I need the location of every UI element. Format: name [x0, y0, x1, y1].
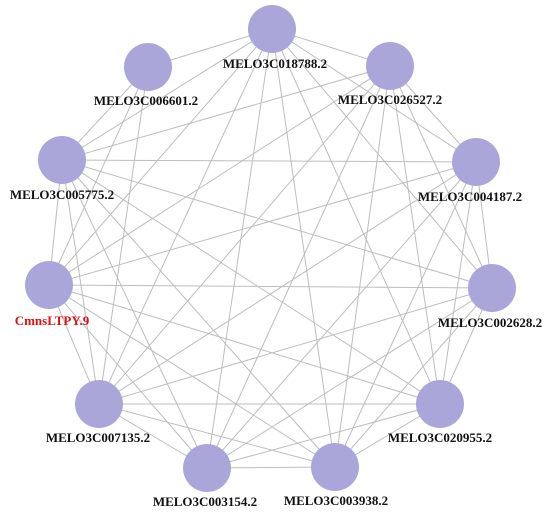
edge-melo3c007135-2-to-melo3c005775-2 [61, 159, 100, 405]
edge-melo3c002628-2-to-melo3c003154-2 [206, 287, 493, 469]
node-layer [25, 5, 516, 492]
node-label-melo3c005775-2: MELO3C005775.2 [10, 187, 114, 202]
edge-melo3c003938-2-to-melo3c007135-2 [98, 403, 336, 468]
label-layer: MELO3C018788.2MELO3C026527.2MELO3C004187… [10, 56, 542, 509]
edge-melo3c018788-2-to-melo3c005775-2 [61, 28, 273, 161]
edge-melo3c018788-2-to-melo3c002628-2 [271, 28, 493, 289]
node-label-melo3c020955-2: MELO3C020955.2 [388, 430, 492, 445]
node-label-melo3c002628-2: MELO3C002628.2 [438, 315, 542, 330]
edge-melo3c018788-2-to-melo3c004187-2 [271, 28, 477, 163]
node-melo3c006601-2[interactable] [124, 43, 172, 91]
edge-layer [48, 28, 493, 469]
edge-melo3c004187-2-to-cmnsltpy-9 [48, 161, 477, 286]
edge-melo3c026527-2-to-melo3c007135-2 [98, 65, 391, 405]
node-label-melo3c006601-2: MELO3C006601.2 [94, 93, 198, 108]
edge-melo3c026527-2-to-melo3c020955-2 [389, 65, 441, 405]
node-melo3c018788-2[interactable] [248, 5, 296, 53]
node-label-melo3c007135-2: MELO3C007135.2 [46, 430, 150, 445]
edge-melo3c026527-2-to-cmnsltpy-9 [48, 65, 391, 286]
edge-melo3c004187-2-to-melo3c005775-2 [61, 159, 477, 163]
edge-melo3c002628-2-to-cmnsltpy-9 [48, 284, 493, 289]
edge-melo3c026527-2-to-melo3c002628-2 [389, 65, 493, 289]
edge-melo3c020955-2-to-melo3c005775-2 [61, 159, 441, 405]
node-melo3c003154-2[interactable] [183, 444, 231, 492]
edge-melo3c002628-2-to-melo3c003938-2 [334, 287, 493, 468]
node-label-melo3c004187-2: MELO3C004187.2 [418, 189, 522, 204]
edge-melo3c018788-2-to-cmnsltpy-9 [48, 28, 273, 286]
edge-melo3c004187-2-to-melo3c003154-2 [206, 161, 477, 469]
node-label-melo3c003938-2: MELO3C003938.2 [284, 493, 388, 508]
edge-melo3c018788-2-to-melo3c007135-2 [98, 28, 273, 405]
edge-melo3c003938-2-to-cmnsltpy-9 [48, 284, 336, 468]
edge-melo3c003938-2-to-melo3c005775-2 [61, 159, 336, 468]
edge-melo3c003154-2-to-melo3c005775-2 [61, 159, 208, 469]
edge-cmnsltpy-9-to-melo3c006601-2 [48, 66, 149, 286]
edge-melo3c003154-2-to-cmnsltpy-9 [48, 284, 208, 469]
edge-melo3c026527-2-to-melo3c003154-2 [206, 65, 391, 469]
node-melo3c026527-2[interactable] [366, 42, 414, 90]
node-melo3c005775-2[interactable] [38, 136, 86, 184]
edge-melo3c026527-2-to-melo3c005775-2 [61, 65, 391, 161]
edge-melo3c004187-2-to-melo3c020955-2 [439, 161, 477, 405]
edge-melo3c020955-2-to-cmnsltpy-9 [48, 284, 441, 405]
node-label-melo3c026527-2: MELO3C026527.2 [338, 92, 442, 107]
node-melo3c004187-2[interactable] [452, 138, 500, 186]
edge-melo3c026527-2-to-melo3c003938-2 [334, 65, 391, 468]
edge-melo3c002628-2-to-melo3c007135-2 [98, 287, 493, 405]
node-label-melo3c003154-2: MELO3C003154.2 [153, 494, 257, 509]
node-melo3c020955-2[interactable] [416, 380, 464, 428]
edge-melo3c002628-2-to-melo3c005775-2 [61, 159, 493, 289]
node-melo3c003938-2[interactable] [311, 443, 359, 491]
node-cmnsltpy-9[interactable] [25, 261, 73, 309]
node-label-melo3c018788-2: MELO3C018788.2 [223, 56, 327, 71]
edge-melo3c018788-2-to-melo3c003938-2 [271, 28, 336, 468]
edge-melo3c004187-2-to-melo3c007135-2 [98, 161, 477, 405]
node-melo3c007135-2[interactable] [75, 380, 123, 428]
edge-melo3c004187-2-to-melo3c003938-2 [334, 161, 477, 468]
edge-melo3c018788-2-to-melo3c003154-2 [206, 28, 273, 469]
edge-melo3c006601-2-to-melo3c007135-2 [98, 66, 149, 405]
node-melo3c002628-2[interactable] [468, 264, 516, 312]
edge-melo3c020955-2-to-melo3c003154-2 [206, 403, 441, 469]
node-label-cmnsltpy-9: CmnsLTPY.9 [15, 313, 90, 328]
edge-melo3c018788-2-to-melo3c020955-2 [271, 28, 441, 405]
